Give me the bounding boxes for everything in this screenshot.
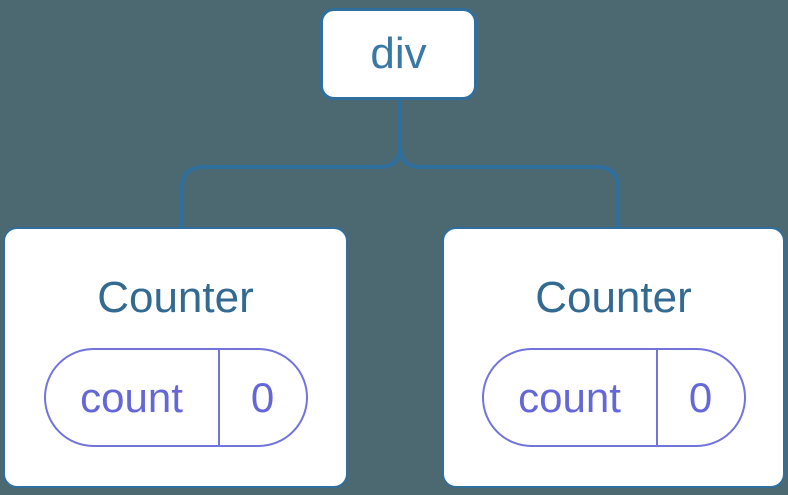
- state-pill: count 0: [43, 348, 308, 447]
- connector-right-branch: [398, 98, 620, 229]
- counter-card-right: Counter count 0: [442, 227, 785, 488]
- state-pill: count 0: [481, 348, 746, 447]
- root-node: div: [320, 8, 477, 100]
- connector-left-branch: [180, 98, 402, 229]
- counter-title: Counter: [97, 273, 254, 322]
- state-value: 0: [250, 373, 275, 421]
- state-key: count: [46, 350, 220, 445]
- state-value: 0: [688, 373, 713, 421]
- counter-title: Counter: [535, 273, 692, 322]
- root-node-label: div: [370, 29, 427, 78]
- state-key: count: [484, 350, 658, 445]
- counter-card-left: Counter count 0: [3, 227, 348, 488]
